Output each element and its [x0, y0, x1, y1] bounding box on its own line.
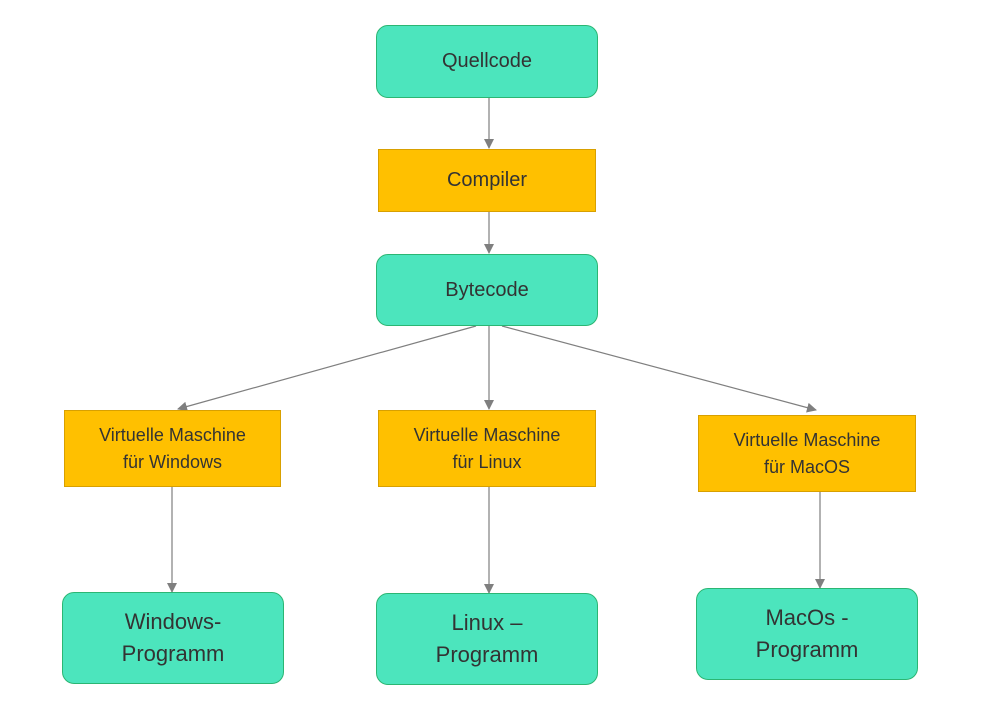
compiler-node: Compiler [378, 149, 596, 212]
program-macos-label: MacOs - Programm [755, 605, 859, 662]
program-linux-label: Linux – Programm [435, 610, 539, 667]
source-code-label: Quellcode [441, 50, 533, 72]
bytecode-node: Bytecode [376, 254, 598, 326]
edge-bytecode-to-vm-macos [501, 325, 817, 413]
vm-windows-node: Virtuelle Maschine für Windows [64, 410, 281, 487]
vm-windows-label: Virtuelle Maschine für Windows [99, 425, 246, 472]
program-windows-label: Windows- Programm [121, 609, 225, 666]
edge-bytecode-to-vm-windows [177, 325, 477, 412]
program-linux-node: Linux – Programm [376, 593, 598, 685]
bytecode-label: Bytecode [445, 278, 529, 301]
vm-macos-node: Virtuelle Maschine für MacOS [698, 415, 916, 492]
compiler-label: Compiler [446, 169, 528, 191]
program-macos-node: MacOs - Programm [696, 588, 918, 680]
vm-macos-label: Virtuelle Maschine für MacOS [733, 430, 881, 477]
source-code-node: Quellcode [376, 25, 598, 98]
vm-linux-node: Virtuelle Maschine für Linux [378, 410, 596, 487]
vm-linux-label: Virtuelle Maschine für Linux [413, 425, 561, 472]
program-windows-node: Windows- Programm [62, 592, 284, 684]
